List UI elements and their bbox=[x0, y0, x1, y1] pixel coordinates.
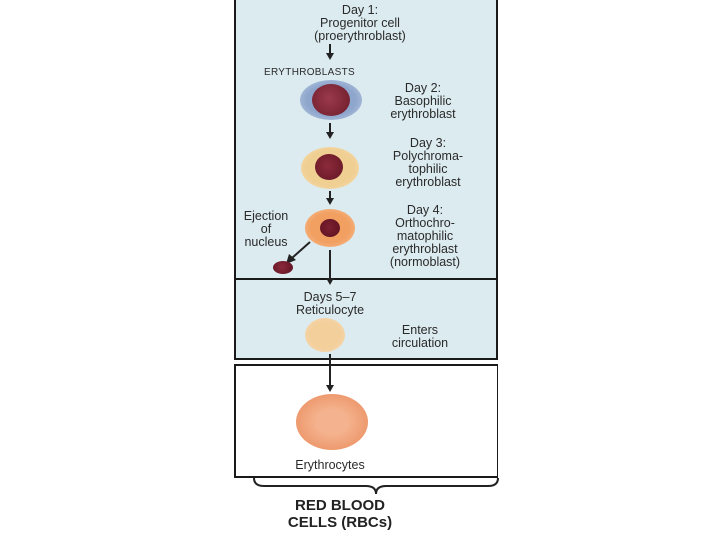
day2-subname: erythroblast bbox=[390, 107, 456, 121]
polychromatophilic-nucleus bbox=[315, 154, 343, 180]
reticulocyte-stage-panel bbox=[234, 278, 498, 360]
day3-label: Day 3: Polychroma- tophilic erythroblast bbox=[366, 137, 490, 189]
enters-line-2: circulation bbox=[391, 336, 449, 350]
enters-circulation-label: Enters circulation bbox=[370, 324, 470, 350]
arrow-2-head bbox=[326, 132, 334, 139]
enters-line-1: Enters bbox=[401, 323, 439, 337]
basophilic-nucleus bbox=[312, 84, 350, 116]
arrow-1-head bbox=[326, 53, 334, 60]
rbc-caption-line-2: CELLS (RBCs) bbox=[287, 514, 393, 531]
erythrocyte-cell bbox=[296, 394, 368, 450]
erythroblast-stage-panel bbox=[234, 0, 498, 280]
arrow-4-shaft bbox=[329, 250, 331, 280]
day4-title: Day 4: bbox=[406, 203, 444, 217]
days5-7-name: Reticulocyte bbox=[295, 303, 365, 317]
reticulocyte-cell bbox=[305, 318, 345, 352]
arrow-1-shaft bbox=[329, 44, 331, 54]
day3-name-2: tophilic bbox=[408, 162, 448, 176]
arrow-3-shaft bbox=[329, 191, 331, 199]
day4-name-1: Orthochro- bbox=[395, 216, 455, 230]
arrow-5-head bbox=[326, 385, 334, 392]
rbc-caption-line-1: RED BLOOD bbox=[295, 497, 385, 514]
erythrocytes-label: Erythrocytes bbox=[295, 458, 365, 472]
arrow-2-shaft bbox=[329, 123, 331, 133]
days5-7-title: Days 5–7 bbox=[303, 290, 357, 304]
ejection-line-1: Ejection bbox=[243, 209, 289, 223]
orthochromatophilic-nucleus bbox=[320, 219, 340, 237]
erythroblasts-header: ERYTHROBLASTS bbox=[264, 67, 355, 78]
arrow-3-head bbox=[326, 198, 334, 205]
rbc-bracket bbox=[253, 477, 499, 495]
day2-name: Basophilic bbox=[394, 94, 452, 108]
day1-label: Day 1: Progenitor cell (proerythroblast) bbox=[270, 4, 450, 43]
day4-name-3: erythroblast bbox=[392, 242, 458, 256]
ejection-line-3: nucleus bbox=[244, 235, 288, 249]
day3-title: Day 3: bbox=[409, 136, 447, 150]
day2-title: Day 2: bbox=[404, 81, 442, 95]
day1-subname: (proerythroblast) bbox=[314, 29, 406, 43]
arrow-4-head bbox=[326, 278, 334, 285]
day3-name-1: Polychroma- bbox=[392, 149, 464, 163]
day2-label: Day 2: Basophilic erythroblast bbox=[368, 82, 478, 121]
ejected-nucleus bbox=[273, 261, 293, 274]
rbc-caption: RED BLOOD CELLS (RBCs) bbox=[260, 497, 420, 531]
day4-label: Day 4: Orthochro- matophilic erythroblas… bbox=[366, 204, 484, 269]
ejection-label: Ejection of nucleus bbox=[236, 210, 296, 249]
day4-subname: (normoblast) bbox=[389, 255, 461, 269]
day1-title: Day 1: bbox=[341, 3, 379, 17]
days5-7-label: Days 5–7 Reticulocyte bbox=[270, 291, 390, 317]
day4-name-2: matophilic bbox=[396, 229, 454, 243]
day1-name: Progenitor cell bbox=[320, 16, 400, 30]
ejection-line-2: of bbox=[260, 222, 272, 236]
arrow-5-shaft bbox=[329, 354, 331, 386]
day3-subname: erythroblast bbox=[395, 175, 461, 189]
